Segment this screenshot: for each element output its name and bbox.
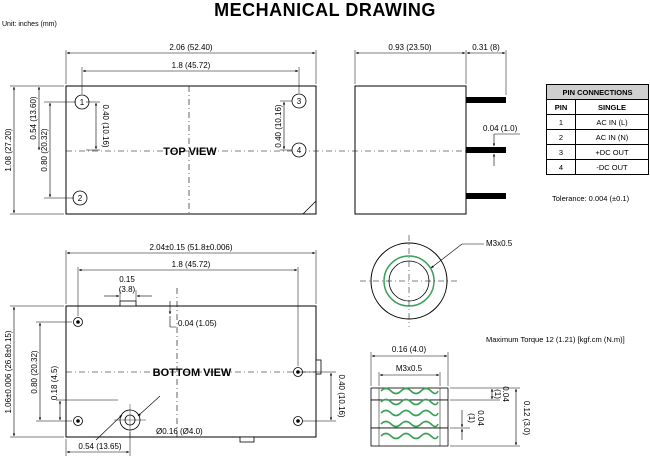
pin-1-number: 1 <box>80 98 85 107</box>
insert-section-view: 0.16 (4.0) M3x0.5 0.04 (1) 0.04 (1) 0.12… <box>370 345 531 447</box>
pin-table-header-pin: PIN <box>546 99 576 115</box>
insert-top-view: M3x0.5 <box>360 235 513 327</box>
unit-note: Unit: inches (mm) <box>2 21 57 28</box>
insert-004a-dim: 0.04 <box>501 386 510 402</box>
insert-004a-mm-dim: (1) <box>493 389 502 399</box>
pin-table-cell: AC IN (L) <box>575 114 649 130</box>
pin-table-header-single: SINGLE <box>575 99 649 115</box>
pin-connections-table: PIN CONNECTIONS PIN SINGLE 1 AC IN (L) 2… <box>546 84 649 175</box>
pin-table-cell: AC IN (N) <box>575 129 649 145</box>
bottom-015-dim: 0.15 <box>119 275 135 284</box>
pin-3-number: 3 <box>297 97 302 106</box>
side-pin-lower <box>466 193 506 199</box>
bottom-height-dim: 1.06±0.006 (26.8±0.15) <box>4 330 13 413</box>
pin-table-cell: 3 <box>546 144 576 160</box>
insert-height-dim: 0.12 (3.0) <box>522 401 531 436</box>
pin-table-cell: 2 <box>546 129 576 145</box>
table-row: 3 +DC OUT <box>546 144 649 160</box>
insert-thread2-label: M3x0.5 <box>396 364 423 373</box>
bottom-tab-bottom <box>239 436 255 443</box>
pin-4-marker: 4 <box>291 142 307 158</box>
bottom-015-mm-dim: (3.8) <box>119 285 136 294</box>
bottom-018-dim: 0.18 (4.5) <box>50 366 59 401</box>
top-pin12-gap-dim: 0.40 (10.16) <box>101 104 110 147</box>
bottom-hole-dia-dim: Ø0.16 (Ø4.0) <box>156 427 203 436</box>
top-view-corner <box>302 200 317 215</box>
pin-4-number: 4 <box>297 146 302 155</box>
bottom-pin-span-dim: 1.8 (45.72) <box>172 260 211 269</box>
drawing-title: MECHANICAL DRAWING <box>214 0 436 20</box>
pin-table-cell: 4 <box>546 159 576 175</box>
insert-004b-dim: 0.04 <box>476 410 485 426</box>
table-row: 1 AC IN (L) <box>546 114 649 130</box>
insert-thread-label: M3x0.5 <box>486 239 513 248</box>
pin-table-cell: -DC OUT <box>575 159 649 175</box>
side-body-width-dim: 0.93 (23.50) <box>388 43 431 52</box>
insert-thread-coil <box>380 387 439 440</box>
bottom-054-dim: 0.54 (13.65) <box>78 442 121 451</box>
top-054-dim: 0.54 (13.60) <box>29 96 38 139</box>
bottom-view: BOTTOM VIEW Ø0.16 (Ø4.0) 2.04±0.15 (51.8… <box>4 243 346 456</box>
side-pin-length-dim: 0.31 (8) <box>472 43 500 52</box>
bottom-mounting-hole <box>114 404 146 436</box>
top-080-dim: 0.80 (20.32) <box>40 128 49 171</box>
top-pin34-gap-dim: 0.40 (10.16) <box>274 104 283 147</box>
top-view: TOP VIEW 1 2 3 4 2.06 (52.40) 1.8 (45.72… <box>4 43 480 215</box>
bottom-pin-hole-2 <box>73 416 83 426</box>
pin-table-cell: +DC OUT <box>575 144 649 160</box>
top-view-label: TOP VIEW <box>163 146 217 158</box>
pin-2-number: 2 <box>78 194 83 203</box>
top-height-dim: 1.08 (27.20) <box>4 128 13 171</box>
bottom-tab-right <box>315 359 322 375</box>
pin-3-marker: 3 <box>291 93 307 109</box>
bottom-view-label: BOTTOM VIEW <box>153 367 232 379</box>
bottom-pin-hole-4 <box>293 416 303 426</box>
torque-note: Maximum Torque 12 (1.21) [kgf.cm (N.m)] <box>486 335 625 344</box>
bottom-004-dim: 0.04 (1.05) <box>178 319 217 328</box>
top-pin-span-dim: 1.8 (45.72) <box>172 61 211 70</box>
bottom-080-dim: 0.80 (20.32) <box>30 350 39 393</box>
table-row: 2 AC IN (N) <box>546 129 649 145</box>
side-pin-upper <box>466 97 506 103</box>
tolerance-note: Tolerance: 0.004 (±0.1) <box>552 194 630 203</box>
side-view: 0.93 (23.50) 0.31 (8) 0.04 (1.0) <box>354 43 520 215</box>
pin-table-caption: PIN CONNECTIONS <box>546 84 649 100</box>
insert-width-dim: 0.16 (4.0) <box>392 345 427 354</box>
bottom-right-040-dim: 0.40 (10.16) <box>337 374 346 417</box>
bottom-tab-top <box>119 300 137 307</box>
side-pin-dia-dim: 0.04 (1.0) <box>483 124 518 133</box>
pin-2-marker: 2 <box>72 190 88 206</box>
top-view-body <box>65 85 317 215</box>
insert-004b-mm-dim: (1) <box>467 413 476 423</box>
side-pin-middle <box>466 147 506 153</box>
table-row: 4 -DC OUT <box>546 159 649 175</box>
pin-table-cell: 1 <box>546 114 576 130</box>
insert-section-lower <box>370 427 449 447</box>
top-overall-width-dim: 2.06 (52.40) <box>169 43 212 52</box>
side-view-body <box>354 85 467 215</box>
bottom-pin-hole-1 <box>73 317 83 327</box>
bottom-overall-width-dim: 2.04±0.15 (51.8±0.006) <box>149 243 232 252</box>
